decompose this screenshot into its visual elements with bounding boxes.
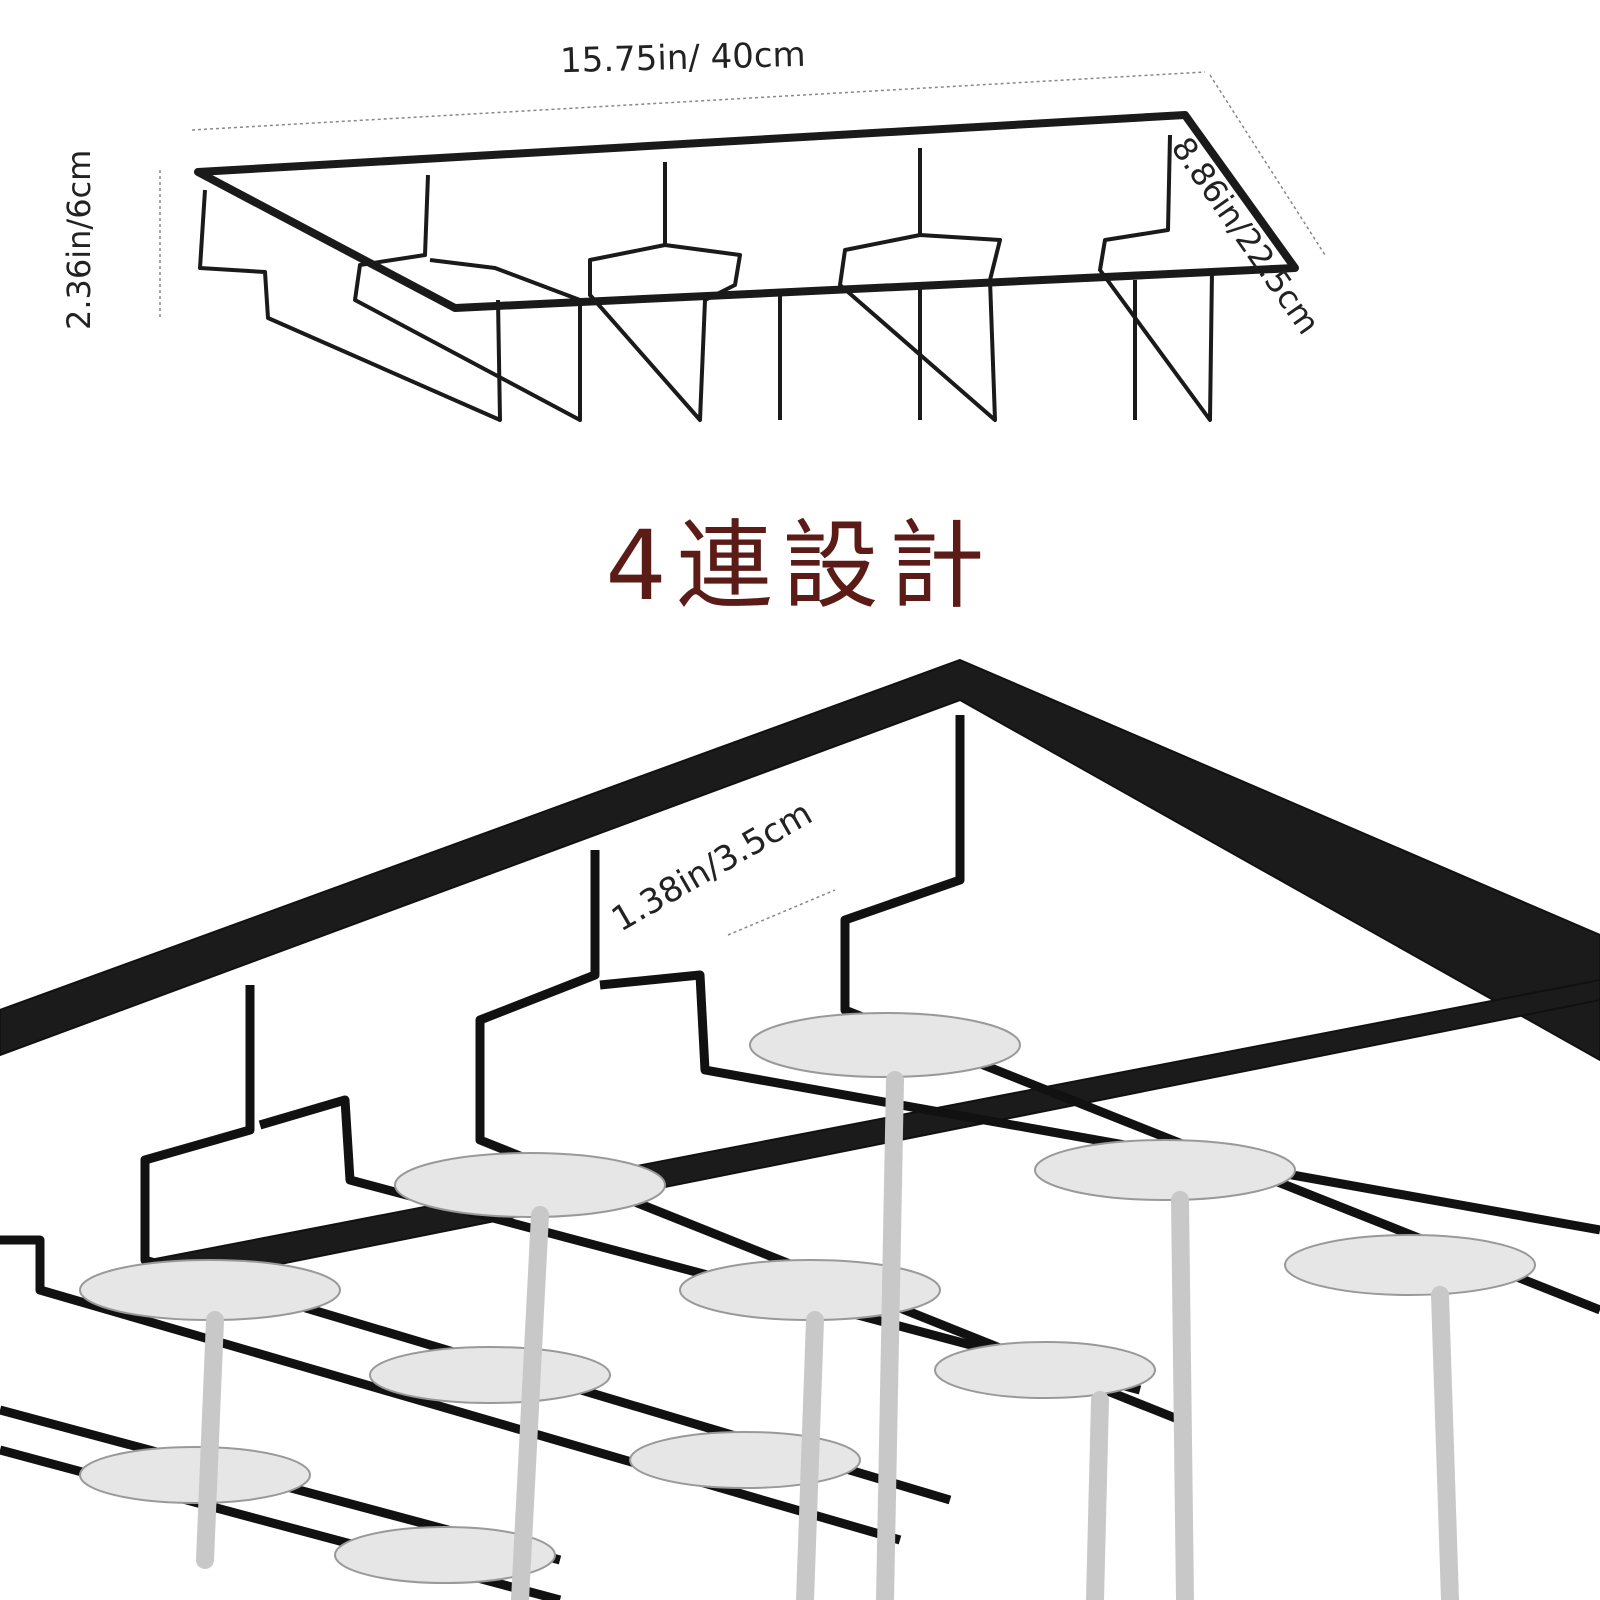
rack-top-view	[194, 111, 1299, 422]
width-dimension-label: 15.75in/ 40cm	[559, 34, 807, 82]
glass-stems	[196, 1071, 1459, 1600]
rack-hook	[198, 189, 502, 422]
rack-frame-large	[0, 659, 1600, 1061]
feature-title: 4連設計	[605, 510, 995, 622]
rack-closeup	[0, 659, 1600, 1600]
height-dimension-label: 2.36in/6cm	[60, 149, 98, 330]
rack-frame	[194, 111, 1299, 312]
dimension-lines	[159, 71, 1326, 936]
